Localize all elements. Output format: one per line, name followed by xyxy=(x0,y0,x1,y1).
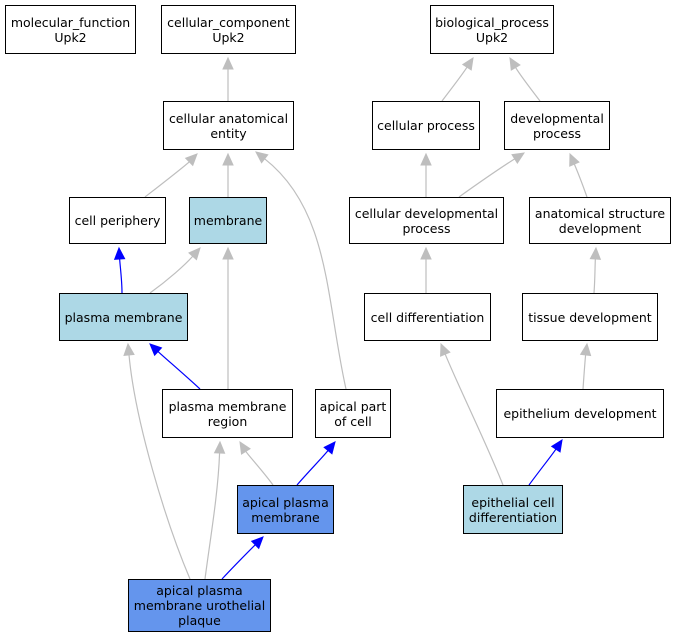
edge-arrowhead xyxy=(123,342,135,356)
edge-line xyxy=(573,163,588,198)
edge-arrowhead xyxy=(440,342,451,357)
edge-line xyxy=(144,161,190,198)
node-biological-process[interactable]: biological_process Upk2 xyxy=(430,5,554,54)
edge-mem-to-cae xyxy=(222,152,234,197)
node-plasma-membrane[interactable]: plasma membrane xyxy=(59,293,188,341)
node-molecular-function[interactable]: molecular_function Upk2 xyxy=(5,5,136,54)
edge-cp-to-bp_root xyxy=(441,56,474,102)
edge-apc-to-cae xyxy=(255,151,347,390)
edge-pm-to-cperi xyxy=(113,246,126,294)
edge-arrowhead xyxy=(255,151,269,164)
edge-apm-to-pmr xyxy=(239,440,274,486)
edge-apm-to-apc xyxy=(296,441,336,486)
edge-line xyxy=(221,544,256,580)
edge-arrowhead xyxy=(184,153,198,167)
edge-arrowhead xyxy=(323,441,336,455)
edge-cdp-to-dp xyxy=(458,152,526,198)
node-epithelium-development[interactable]: epithelium development xyxy=(496,389,664,438)
edge-arrowhead xyxy=(113,246,126,260)
edge-arrowhead xyxy=(213,440,226,454)
edge-line xyxy=(458,158,516,198)
edge-line xyxy=(149,255,194,294)
edge-asd-to-dp xyxy=(569,152,588,198)
node-epithelial-cell-differentiation[interactable]: epithelial cell differentiation xyxy=(463,485,563,534)
edge-arrowhead xyxy=(420,246,432,260)
edge-line xyxy=(582,354,587,390)
edge-ed-to-td xyxy=(579,342,592,390)
edge-ecd-to-cd xyxy=(440,342,504,486)
edge-arrowhead xyxy=(222,56,234,70)
edge-line xyxy=(441,66,468,102)
node-developmental-process[interactable]: developmental process xyxy=(504,101,610,150)
edge-line xyxy=(264,158,347,390)
edge-cdp-to-cp xyxy=(420,152,432,197)
edge-line xyxy=(593,258,596,294)
edge-line xyxy=(128,354,191,580)
edge-arrowhead xyxy=(509,56,521,71)
edge-pmr-to-mem xyxy=(222,246,234,389)
edge-line xyxy=(444,353,504,486)
node-apical-part-of-cell[interactable]: apical part of cell xyxy=(315,389,391,438)
edge-pm-to-mem xyxy=(149,247,201,294)
node-plasma-membrane-region[interactable]: plasma membrane region xyxy=(162,389,293,438)
node-tissue-development[interactable]: tissue development xyxy=(522,293,658,341)
edge-arrowhead xyxy=(550,438,563,453)
edge-line xyxy=(119,258,123,294)
edge-arrowhead xyxy=(250,536,264,550)
edge-line xyxy=(157,351,201,390)
edge-line xyxy=(204,452,221,580)
edge-pmr-to-pm xyxy=(149,343,201,390)
node-anatomical-structure-development[interactable]: anatomical structure development xyxy=(529,197,671,244)
edge-arrowhead xyxy=(188,247,201,261)
node-apical-plasma-membrane-urothelial-plaque[interactable]: apical plasma membrane urothelial plaque xyxy=(128,579,271,632)
edge-dp-to-bp_root xyxy=(509,56,541,102)
node-cellular-anatomical-entity[interactable]: cellular anatomical entity xyxy=(163,101,294,150)
edge-cperi-to-cae xyxy=(144,153,198,198)
node-cell-differentiation[interactable]: cell differentiation xyxy=(364,293,491,341)
edge-apmup-to-pmr xyxy=(204,440,226,580)
edge-apmup-to-apm xyxy=(221,536,264,580)
edge-line xyxy=(245,451,274,486)
edge-cae-to-cc_root xyxy=(222,56,234,101)
edge-apmup-to-pm xyxy=(123,342,191,580)
edge-arrowhead xyxy=(149,343,163,357)
node-cellular-component[interactable]: cellular_component Upk2 xyxy=(161,5,296,54)
edge-line xyxy=(515,67,541,102)
node-cell-periphery[interactable]: cell periphery xyxy=(69,197,166,244)
edge-arrowhead xyxy=(222,152,234,166)
edge-cd-to-cdp xyxy=(420,246,432,293)
node-cellular-process[interactable]: cellular process xyxy=(372,101,480,150)
edge-line xyxy=(528,448,557,486)
edge-arrowhead xyxy=(569,152,580,167)
edge-line xyxy=(296,450,329,486)
edge-arrowhead xyxy=(579,342,592,357)
edge-arrowhead xyxy=(461,56,474,71)
edge-ecd-to-ed xyxy=(528,438,563,486)
node-cellular-developmental-process[interactable]: cellular developmental process xyxy=(349,197,504,244)
edge-arrowhead xyxy=(589,246,602,260)
edge-td-to-asd xyxy=(589,246,602,294)
node-apical-plasma-membrane[interactable]: apical plasma membrane xyxy=(237,485,334,534)
node-membrane[interactable]: membrane xyxy=(189,197,267,244)
edge-arrowhead xyxy=(511,152,526,165)
edge-arrowhead xyxy=(420,152,432,166)
edge-arrowhead xyxy=(239,440,251,455)
edge-arrowhead xyxy=(222,246,234,260)
